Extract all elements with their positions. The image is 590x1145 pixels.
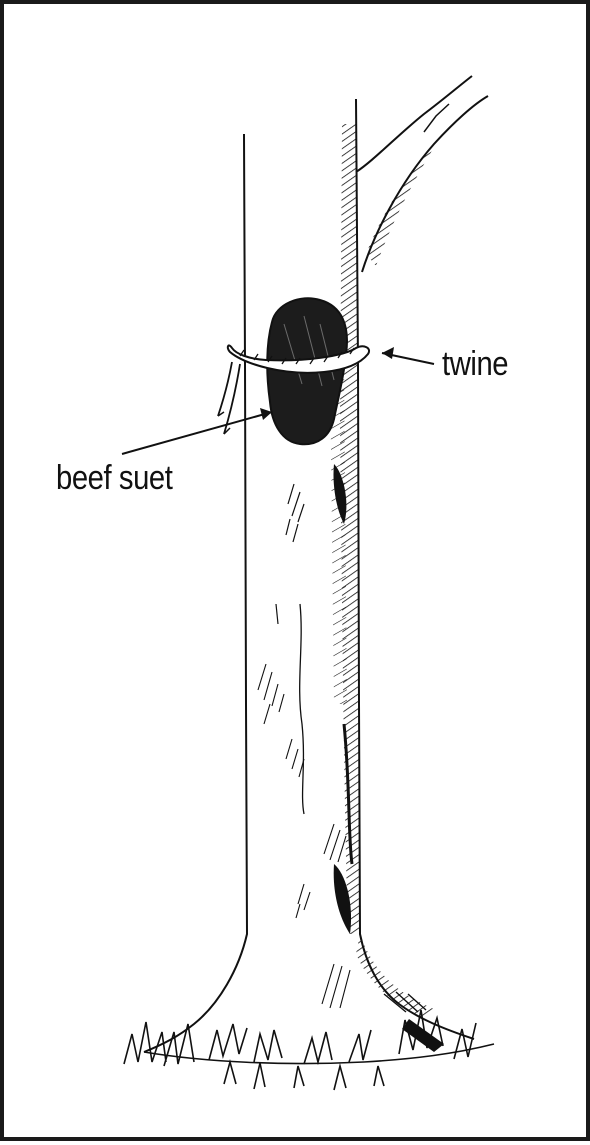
suet-leader-arrow xyxy=(122,408,272,454)
twine-label: twine xyxy=(442,345,508,384)
tree-trunk xyxy=(144,99,474,1052)
twine-leader-arrow xyxy=(382,347,434,364)
tree-branch xyxy=(356,76,488,272)
grass xyxy=(124,1010,494,1090)
beef-suet-label: beef suet xyxy=(56,459,172,498)
tree-illustration xyxy=(4,4,590,1145)
